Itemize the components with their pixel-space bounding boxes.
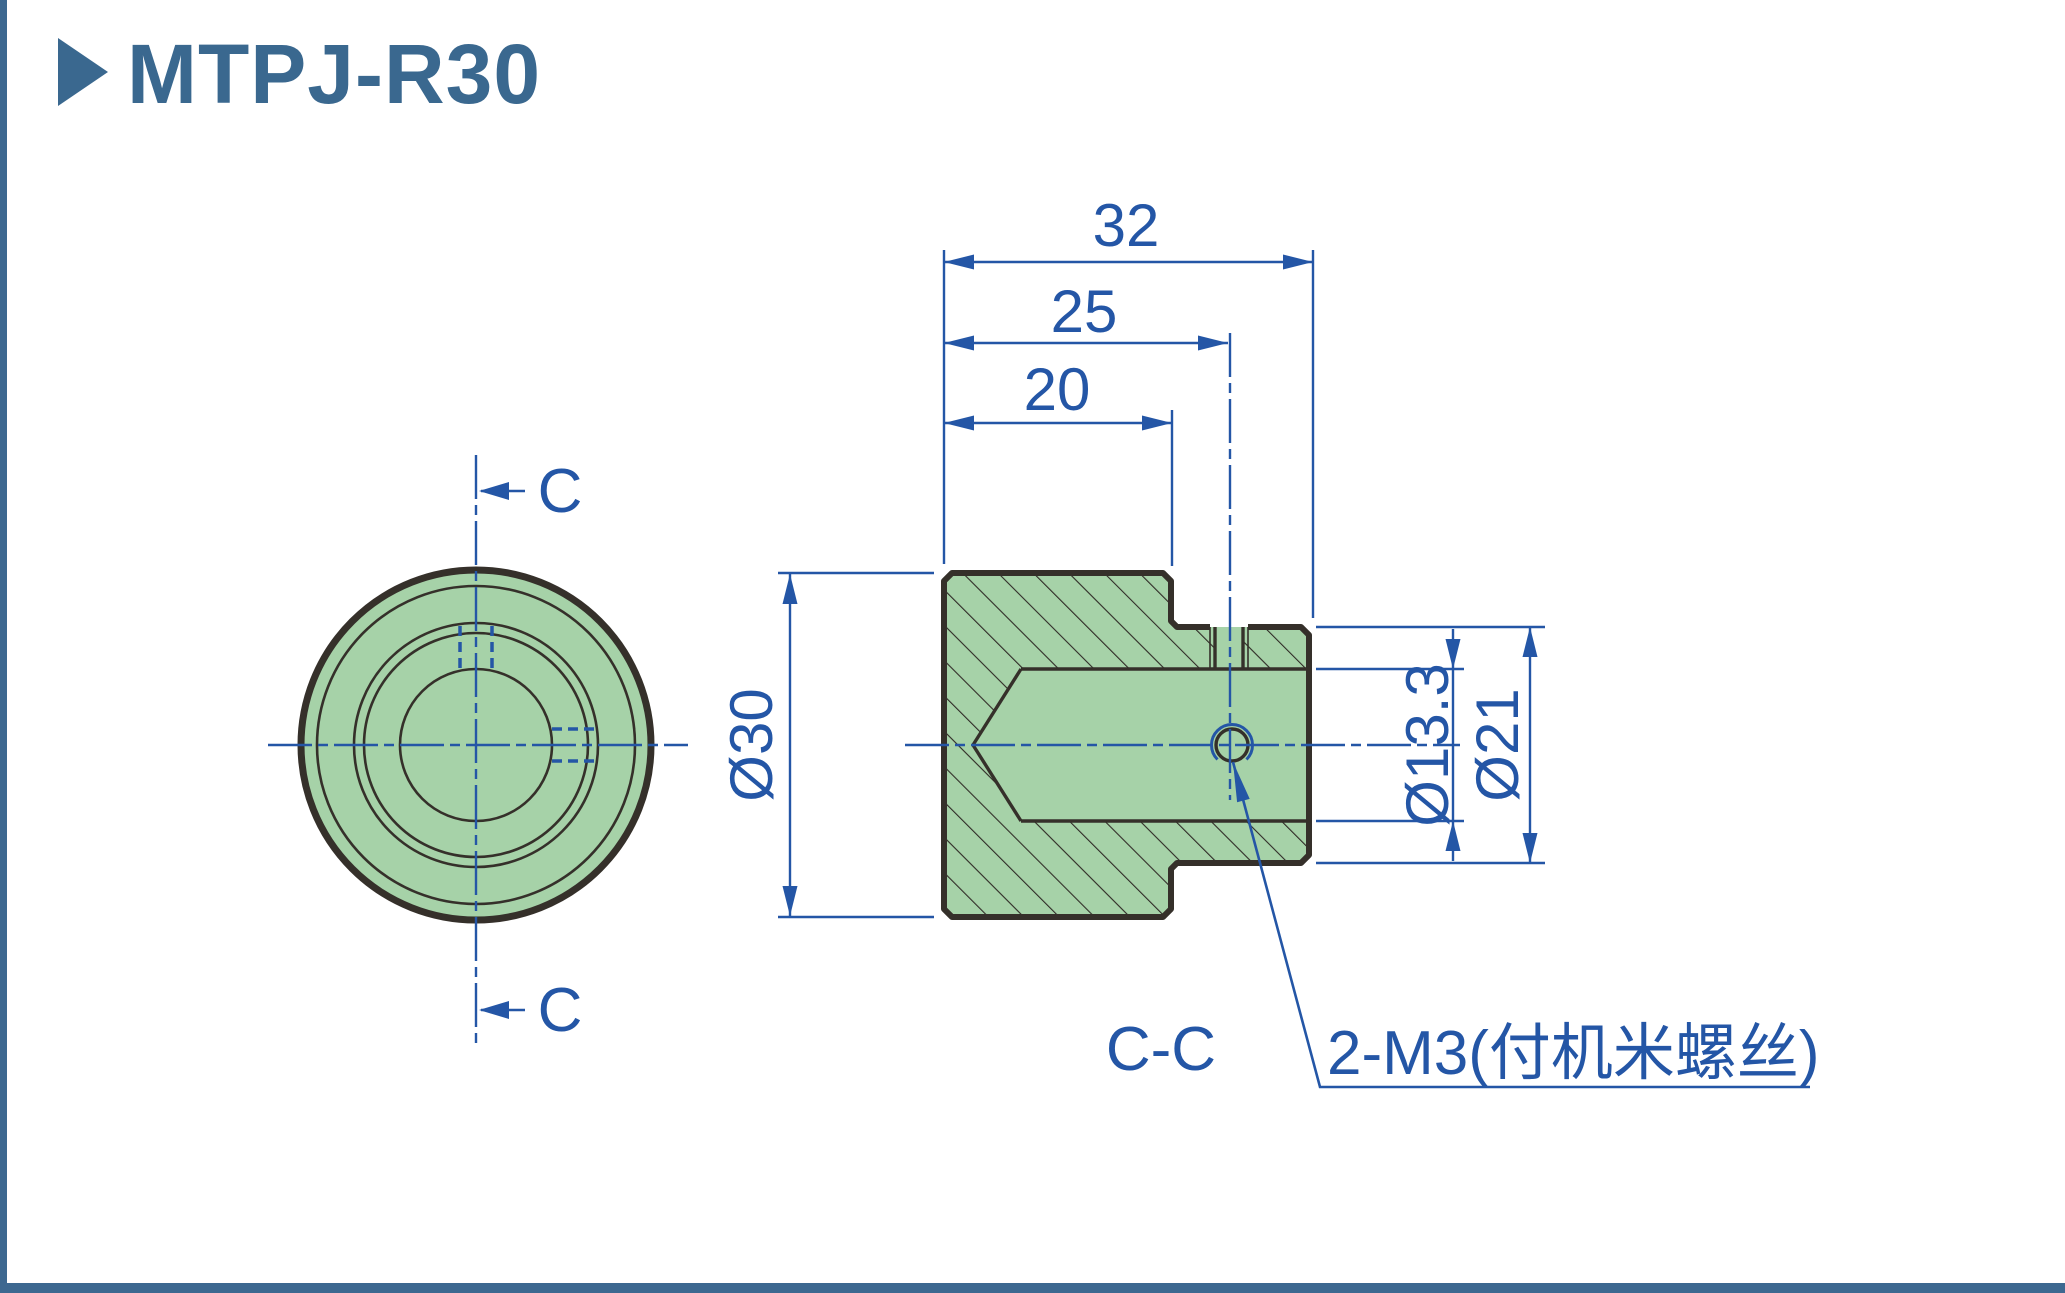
leader-arrowhead bbox=[1233, 762, 1250, 803]
section-hatch-island bbox=[1243, 627, 1309, 669]
section-label-top: C bbox=[538, 457, 583, 526]
dim-32 bbox=[944, 254, 1313, 270]
section-view bbox=[905, 333, 1460, 920]
extension-lines bbox=[778, 250, 1545, 919]
dimensions bbox=[778, 250, 1545, 919]
section-label-bottom: C bbox=[538, 976, 583, 1045]
dim-text-dia21: Ø21 bbox=[1464, 688, 1531, 801]
dim-text-dia30: Ø30 bbox=[718, 688, 785, 801]
front-view: C C bbox=[268, 455, 688, 1045]
hidden-screw-hole-right bbox=[552, 727, 595, 763]
dim-dia21 bbox=[1522, 627, 1538, 863]
left-border-bar bbox=[0, 0, 7, 1293]
bore-edges bbox=[971, 667, 1309, 823]
page-title: MTPJ-R30 bbox=[127, 27, 541, 121]
dim-text-dia13-3: Ø13.3 bbox=[1394, 663, 1461, 826]
dim-20 bbox=[944, 415, 1172, 431]
bottom-border-bar bbox=[0, 1283, 2065, 1293]
section-outline bbox=[941, 570, 1312, 920]
screw-callout-leader bbox=[1231, 761, 1810, 1089]
triangle-right-icon bbox=[58, 38, 108, 106]
dim-dia30 bbox=[782, 573, 798, 917]
screw-hole-thread-arc bbox=[1210, 723, 1254, 761]
section-arrow-top bbox=[479, 482, 525, 500]
page-header: MTPJ-R30 bbox=[58, 27, 541, 121]
dim-text-25: 25 bbox=[1051, 278, 1118, 345]
dim-text-32: 32 bbox=[1093, 192, 1160, 259]
section-arrow-bottom bbox=[479, 1001, 525, 1019]
screw-callout-text: 2-M3(付机米螺丝) bbox=[1327, 1019, 1820, 1088]
dim-25 bbox=[944, 335, 1228, 351]
hidden-screw-hole-top bbox=[458, 626, 494, 669]
tapped-slot bbox=[1209, 627, 1249, 669]
section-hatch-main bbox=[944, 573, 1309, 917]
dim-text-20: 20 bbox=[1024, 356, 1091, 423]
section-title: C-C bbox=[1106, 1015, 1216, 1084]
dim-dia13-3 bbox=[1445, 629, 1461, 861]
